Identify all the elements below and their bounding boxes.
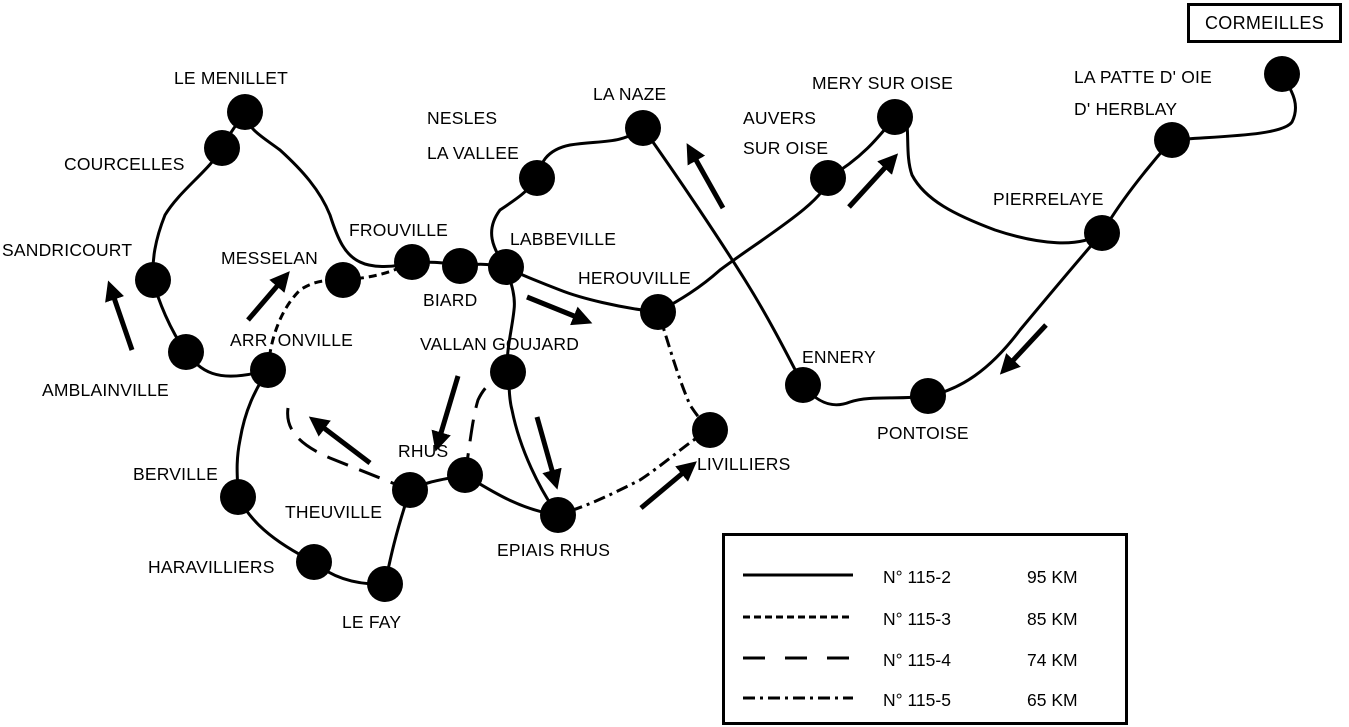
town-label-labbeville: LABBEVILLE	[510, 229, 616, 249]
legend-route-name: N° 115-5	[883, 689, 951, 710]
town-dot-mery-sur-oise	[877, 99, 913, 135]
town-label-vallangoujard: VALLAN GOUJARD	[420, 334, 579, 354]
town-dot-courcelles	[204, 130, 240, 166]
legend-route-name: N° 115-3	[883, 608, 951, 629]
legend-row-115-2: N° 115-2 95 KM	[725, 557, 1125, 597]
town-dot-epiais-rhus	[540, 497, 576, 533]
town-label-nesles-line2: LA VALLEE	[427, 143, 519, 163]
town-label-ennery: ENNERY	[802, 347, 876, 367]
legend-route-distance: 74 KM	[1027, 649, 1078, 670]
town-dot-theuville	[392, 472, 428, 508]
town-dot-messelan	[325, 262, 361, 298]
legend-route-distance: 95 KM	[1027, 566, 1078, 587]
town-labels: LE MENILLET COURCELLES SANDRICOURT AMBLA…	[2, 67, 1212, 632]
town-dot-la-naze	[625, 110, 661, 146]
town-dot-biard	[442, 248, 478, 284]
town-label-arronville: ARR ONVILLE	[230, 330, 353, 350]
legend-route-distance: 65 KM	[1027, 689, 1078, 710]
town-label-biard: BIARD	[423, 290, 477, 310]
arrow-auvers	[847, 153, 899, 209]
town-label-sandricourt: SANDRICOURT	[2, 240, 132, 260]
town-dot-pontoise	[910, 378, 946, 414]
arrow-la-naze	[686, 143, 726, 210]
town-dot-haravilliers	[296, 544, 332, 580]
town-dot-frouville	[394, 244, 430, 280]
town-dot-le-fay	[367, 566, 403, 602]
town-dot-herouville	[640, 294, 676, 330]
legend-line-long-dash	[743, 656, 853, 660]
town-label-haravilliers: HARAVILLIERS	[148, 557, 275, 577]
legend-row-115-4: N° 115-4 74 KM	[725, 640, 1125, 680]
town-label-nesles-line1: NESLES	[427, 108, 497, 128]
arrow-pontoise	[999, 323, 1048, 375]
town-dot-nesles-la-vallee	[519, 160, 555, 196]
legend-row-115-3: N° 115-3 85 KM	[725, 599, 1125, 639]
town-label-epiais-rhus: EPIAIS RHUS	[497, 540, 610, 560]
town-label-amblainville: AMBLAINVILLE	[42, 380, 169, 400]
town-dot-la-patte-d-oie	[1154, 122, 1190, 158]
legend-row-115-5: N° 115-5 65 KM	[725, 680, 1125, 720]
town-label-herouville: HEROUVILLE	[578, 268, 691, 288]
town-label-messelan: MESSELAN	[221, 248, 318, 268]
destination-box: CORMEILLES	[1187, 3, 1342, 43]
town-dot-labbeville	[488, 249, 524, 285]
town-dot-berville	[220, 479, 256, 515]
legend-route-name: N° 115-2	[883, 566, 951, 587]
town-label-la-patte-line1: LA PATTE D' OIE	[1074, 67, 1212, 87]
town-dot-auvers-sur-oise	[810, 160, 846, 196]
town-dot-vallangoujard	[490, 354, 526, 390]
arrow-arronville	[246, 271, 290, 322]
town-label-la-patte-line2: D' HERBLAY	[1074, 99, 1177, 119]
legend-line-short-dash	[743, 615, 853, 619]
arrow-theuville	[308, 416, 372, 465]
arrow-vallangoujard	[431, 375, 461, 452]
town-label-frouville: FROUVILLE	[349, 220, 448, 240]
town-label-theuville: THEUVILLE	[285, 502, 382, 522]
town-label-courcelles: COURCELLES	[64, 154, 185, 174]
legend-route-distance: 85 KM	[1027, 608, 1078, 629]
town-dot-rhus	[447, 457, 483, 493]
arrow-amblainville	[105, 280, 135, 351]
town-dot-arronville	[250, 352, 286, 388]
town-dot-cormeilles	[1264, 56, 1300, 92]
route-115-5	[557, 311, 712, 517]
town-label-auvers-line2: SUR OISE	[743, 138, 828, 158]
town-label-pontoise: PONTOISE	[877, 423, 969, 443]
town-label-le-menillet: LE MENILLET	[174, 68, 288, 88]
arrow-epiais	[534, 416, 562, 490]
town-label-berville: BERVILLE	[133, 464, 218, 484]
town-label-rhus: RHUS	[398, 441, 448, 461]
town-dot-ennery	[785, 367, 821, 403]
town-label-livilliers: LIVILLIERS	[697, 454, 790, 474]
town-markers	[135, 56, 1300, 602]
town-label-auvers-line1: AUVERS	[743, 108, 816, 128]
town-dot-pierrelaye	[1084, 215, 1120, 251]
legend: N° 115-2 95 KM N° 115-3 85 KM N° 115-4 7…	[722, 533, 1128, 725]
destination-label: CORMEILLES	[1204, 12, 1325, 33]
legend-line-dash-dot	[743, 696, 853, 700]
town-dot-le-menillet	[227, 94, 263, 130]
town-label-mery-sur-oise: MERY SUR OISE	[812, 73, 953, 93]
arrow-labbeville	[526, 294, 593, 326]
town-dot-amblainville	[168, 334, 204, 370]
arrow-livilliers	[639, 461, 697, 510]
town-label-le-fay: LE FAY	[342, 612, 401, 632]
legend-line-solid	[743, 573, 853, 577]
town-label-pierrelaye: PIERRELAYE	[993, 189, 1104, 209]
legend-route-name: N° 115-4	[883, 649, 951, 670]
direction-arrows	[105, 143, 1048, 510]
town-label-la-naze: LA NAZE	[593, 84, 666, 104]
town-dot-livilliers	[692, 412, 728, 448]
town-dot-sandricourt	[135, 262, 171, 298]
